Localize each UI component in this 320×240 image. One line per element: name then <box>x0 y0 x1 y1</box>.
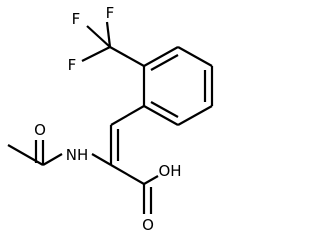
molecule-diagram: F F F O NH OH O <box>7 4 214 234</box>
bond-alpha-acid <box>110 164 145 185</box>
atom-acetyl-o: O <box>34 121 46 139</box>
bond-cf3-f1 <box>86 25 111 48</box>
bond-cf3-ring <box>109 46 145 67</box>
atom-acid-o: O <box>142 216 154 234</box>
bond-acid-oh <box>143 175 159 185</box>
atom-f1: F <box>72 10 81 28</box>
bond-cf3-f2 <box>81 46 111 62</box>
atom-oh: OH <box>158 162 181 180</box>
ring-double-bond-inner-3 <box>150 101 179 118</box>
bond-n-carbonyl <box>42 153 63 166</box>
structure-canvas: F F F O NH OH O <box>7 4 214 234</box>
ring-bond-4 <box>177 105 213 126</box>
bond-ring-vinyl <box>110 105 145 126</box>
ring-double-bond-inner-1 <box>150 54 179 71</box>
ring-bond-1 <box>143 46 179 67</box>
ring-bond-2 <box>177 46 213 67</box>
atom-f2: F <box>68 56 77 74</box>
bond-carbonyl-methyl <box>7 144 44 166</box>
bond-alpha-n <box>91 153 112 166</box>
atom-nh: NH <box>66 146 89 164</box>
atom-f3: F <box>106 4 115 22</box>
bond-cf3-f3 <box>105 21 112 48</box>
ring-bond-5 <box>143 105 179 126</box>
